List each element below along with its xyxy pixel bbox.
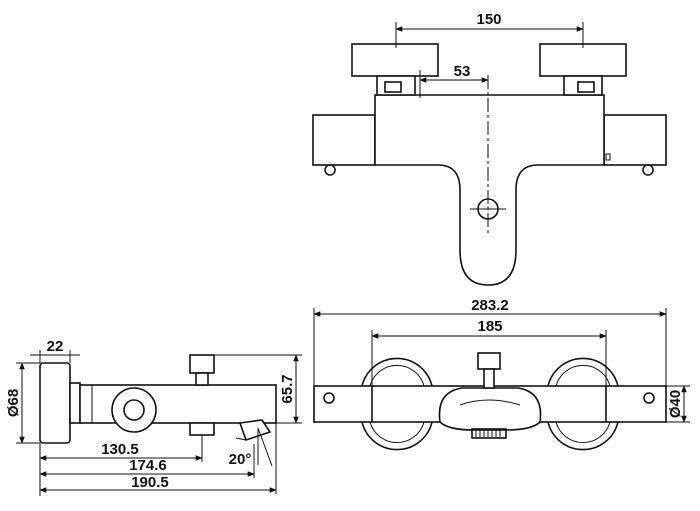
top-right-handle [539,43,627,77]
side-handle [111,387,157,433]
front-right-rosette-top [547,357,619,387]
top-right-foot [642,164,654,176]
front-view: 283.2 185 Ø40 [313,297,690,451]
top-left-spindle [384,81,402,93]
front-left-rosette-bottom [361,421,433,451]
side-spout-line [235,437,247,441]
front-aerator [471,428,507,439]
front-left-rosette-inner-top [369,364,425,387]
top-left-end-cap [312,114,376,166]
side-handle-hub [123,399,145,421]
front-diverter-stem [483,368,495,389]
front-left-screw [323,392,335,404]
front-left-rosette-top [361,357,433,387]
top-right-end-cap [603,114,667,166]
side-view: 20° 22 Ø68 65.7 130.5 174.6 190.5 [5,338,302,496]
side-wall-rosette [39,362,71,444]
front-right-rosette-inner-bottom [555,421,611,444]
top-main-body [374,94,605,286]
dim-130-label: 130.5 [101,441,139,458]
top-body-mark [605,153,611,161]
top-right-spindle [577,81,595,93]
front-spout [438,387,542,431]
side-body [79,384,277,424]
top-view: 150 53 [312,11,667,286]
side-diverter-stem [195,372,209,386]
front-diverter-knob [477,352,501,370]
front-right-screw [643,392,655,404]
dim-53-label: 53 [454,63,471,80]
dim-68-label: Ø68 [5,389,22,417]
dim-22-label: 22 [47,338,64,355]
dim-40-label: Ø40 [667,390,684,418]
side-outlet [189,422,215,436]
dim-150-label: 150 [476,11,501,28]
dim-283-label: 283.2 [471,297,509,314]
dim-65-label: 65.7 [279,374,296,403]
front-spout-contour [459,399,521,406]
side-spout-tip [238,419,272,442]
front-right-rosette-bottom [547,421,619,451]
dim-angle-label: 20° [229,451,252,468]
side-connector [69,382,81,424]
top-left-handle [351,43,439,77]
dim-190-label: 190.5 [131,474,169,491]
front-left-rosette-inner-bottom [369,421,425,444]
dim-185-label: 185 [477,318,502,335]
top-left-foot [324,164,336,176]
dim-174-label: 174.6 [129,457,167,474]
angle-ref-tilt [257,427,273,467]
side-diverter-knob [189,354,215,374]
